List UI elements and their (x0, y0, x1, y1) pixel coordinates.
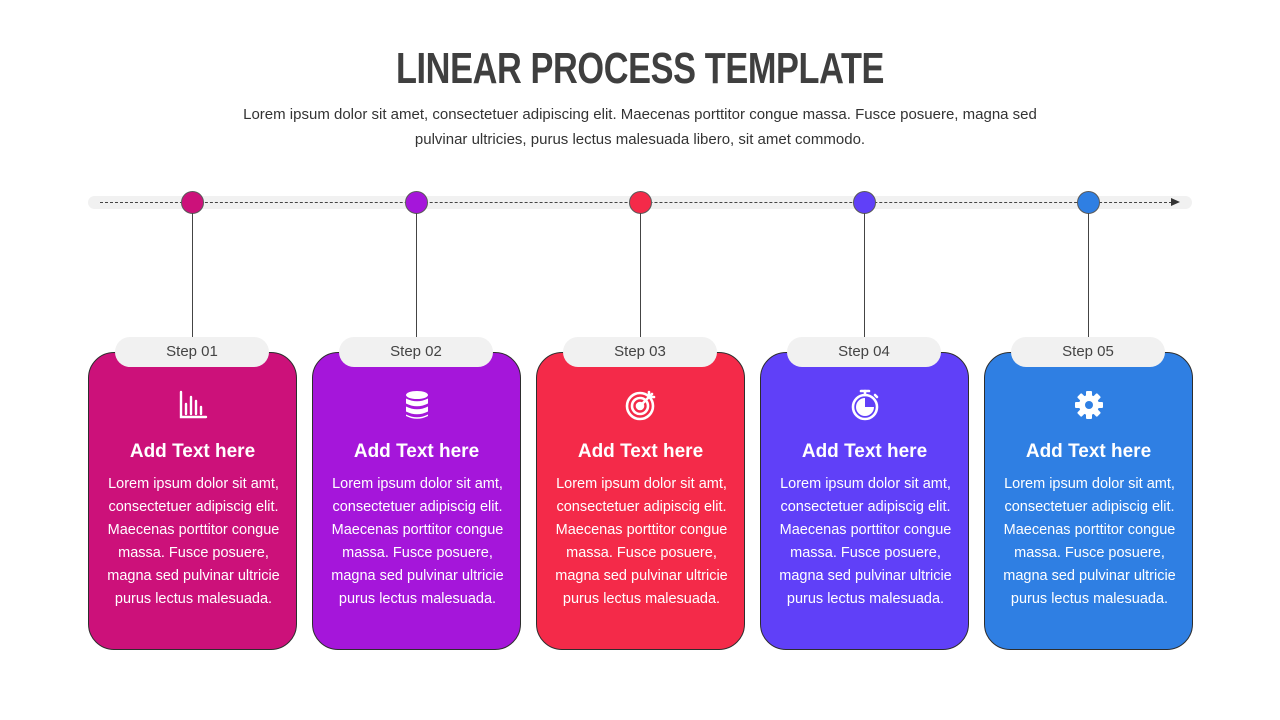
bar-chart-icon (89, 387, 296, 423)
connector-step-4 (864, 213, 865, 337)
step-card-2: Add Text here Lorem ipsum dolor sit amt,… (312, 352, 521, 650)
step-title: Add Text here (1025, 441, 1152, 462)
page-subtitle: Lorem ipsum dolor sit amet, consectetuer… (243, 106, 1037, 148)
step-description: Lorem ipsum dolor sit amt, consectetuer … (107, 476, 280, 607)
target-icon (537, 387, 744, 423)
step-title: Add Text here (801, 441, 928, 462)
page-title: LINEAR PROCESS TEMPLATE (395, 44, 885, 93)
step-title: Add Text here (129, 441, 256, 462)
gear-icon (985, 387, 1192, 423)
step-description: Lorem ipsum dolor sit amt, consectetuer … (779, 476, 952, 607)
step-description: Lorem ipsum dolor sit amt, consectetuer … (331, 476, 504, 607)
connector-step-3 (640, 213, 641, 337)
step-title: Add Text here (353, 441, 480, 462)
step-description: Lorem ipsum dolor sit amt, consectetuer … (555, 476, 728, 607)
step-card-3: Add Text here Lorem ipsum dolor sit amt,… (536, 352, 745, 650)
connector-step-5 (1088, 213, 1089, 337)
timeline-dot-step-1 (181, 191, 204, 214)
connector-step-2 (416, 213, 417, 337)
step-label: Step 05 (1011, 337, 1165, 367)
step-title: Add Text here (577, 441, 704, 462)
step-description: Lorem ipsum dolor sit amt, consectetuer … (1003, 476, 1176, 607)
step-label: Step 03 (563, 337, 717, 367)
database-icon (313, 387, 520, 423)
step-card-1: Add Text here Lorem ipsum dolor sit amt,… (88, 352, 297, 650)
timeline-dot-step-5 (1077, 191, 1100, 214)
timeline-dot-step-4 (853, 191, 876, 214)
step-label: Step 02 (339, 337, 493, 367)
timeline-arrow-icon (1171, 198, 1180, 206)
step-label: Step 04 (787, 337, 941, 367)
timeline-dot-step-3 (629, 191, 652, 214)
step-label: Step 01 (115, 337, 269, 367)
connector-step-1 (192, 213, 193, 337)
timeline-dot-step-2 (405, 191, 428, 214)
step-card-5: Add Text here Lorem ipsum dolor sit amt,… (984, 352, 1193, 650)
step-card-4: Add Text here Lorem ipsum dolor sit amt,… (760, 352, 969, 650)
stopwatch-icon (761, 387, 968, 423)
